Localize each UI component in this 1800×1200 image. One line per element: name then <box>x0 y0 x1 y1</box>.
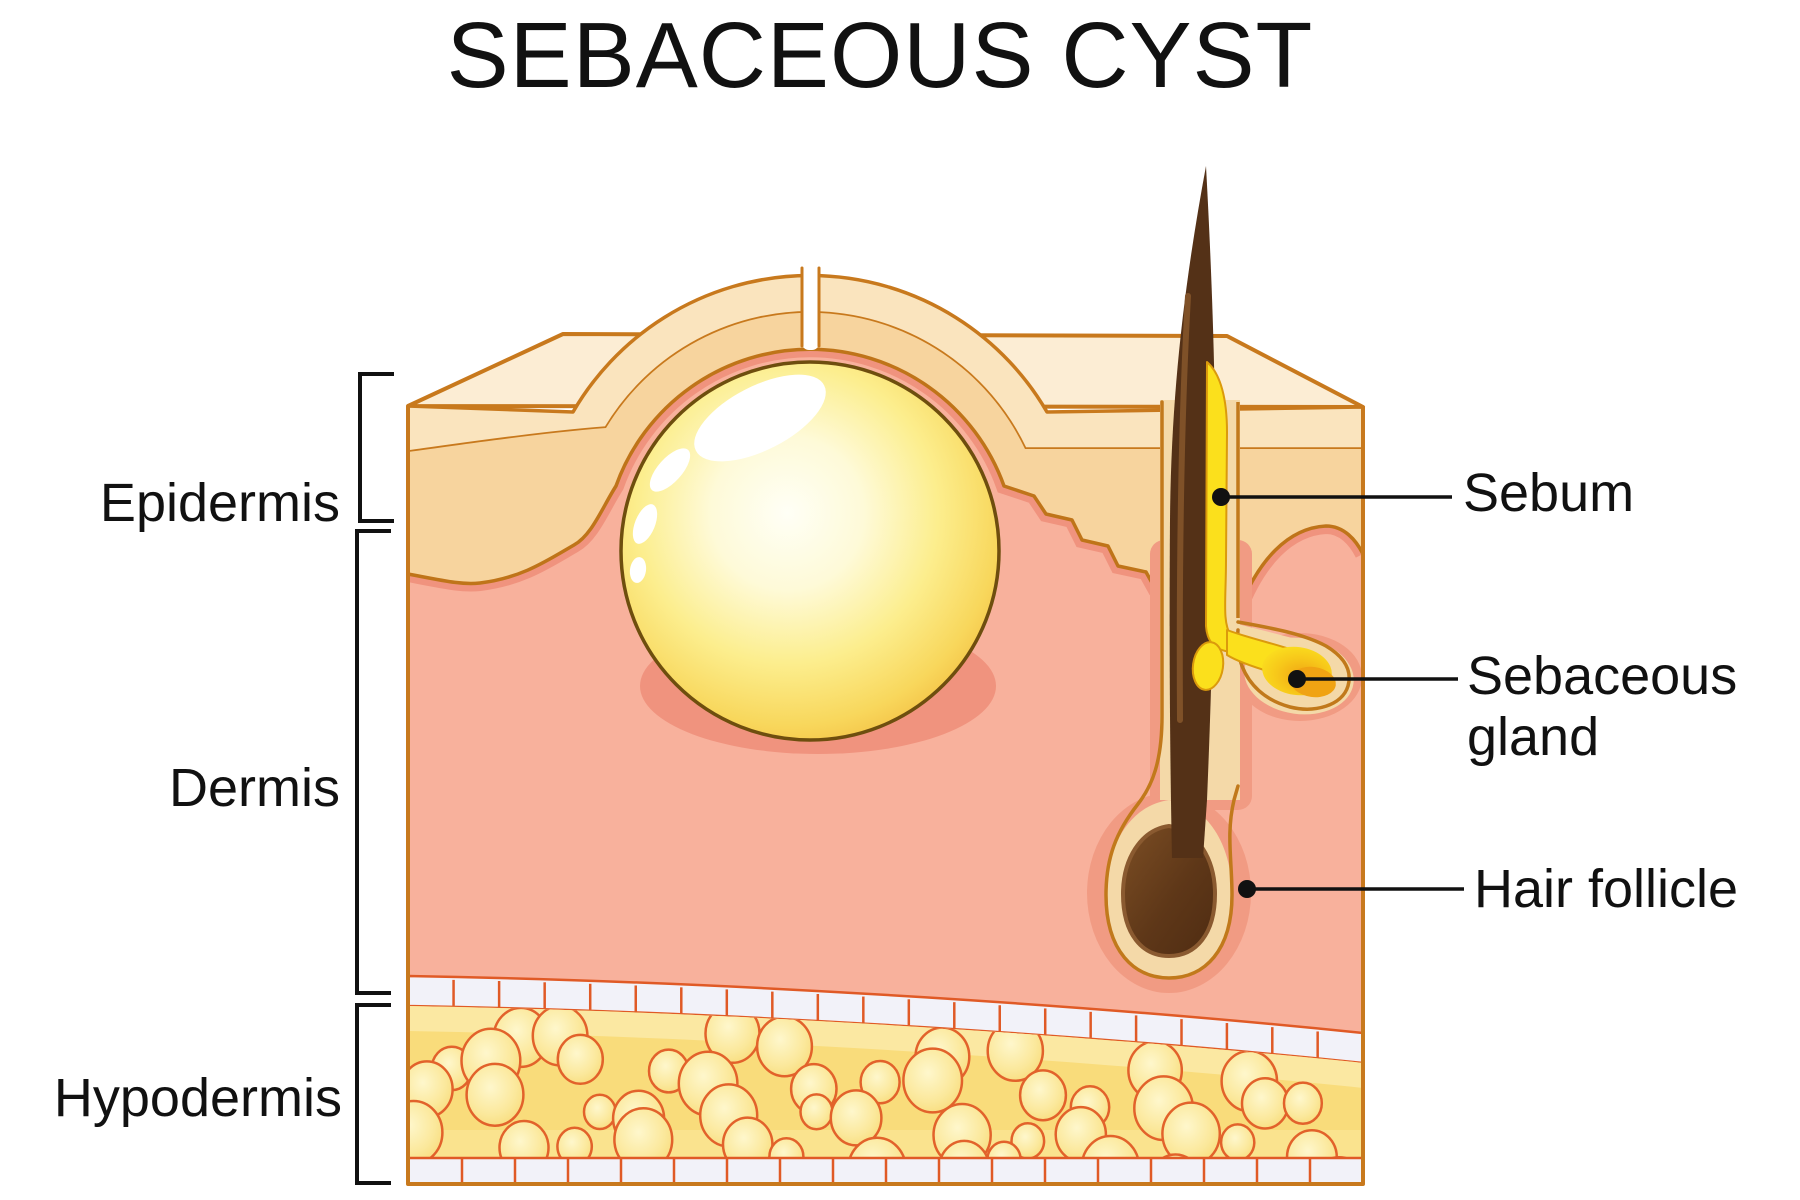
cyst-highlights <box>629 374 826 583</box>
label-hypodermis: Hypodermis <box>54 1068 342 1128</box>
label-sebum: Sebum <box>1463 463 1634 523</box>
label-gland: gland <box>1467 707 1599 767</box>
cell-strip-dividers <box>452 979 1319 1058</box>
label-epidermis: Epidermis <box>100 473 340 533</box>
follicle-bulb <box>1120 823 1218 959</box>
skin-block <box>406 166 1365 1186</box>
hair-shaft-highlight <box>1176 293 1191 723</box>
cell-strip-dividers-bottom <box>460 1159 1312 1183</box>
sebaceous-gland-outline <box>1235 620 1351 711</box>
epidermis-dermis-boundary <box>407 347 1365 616</box>
hypodermis-light-band <box>408 1006 1363 1088</box>
skin-crack-slit <box>800 264 821 350</box>
label-sebaceous: Sebaceous <box>1467 646 1737 706</box>
sebum-flow <box>1191 361 1330 691</box>
bracket-dermis <box>355 529 391 995</box>
sebaceous-gland-dot <box>1288 670 1306 688</box>
fat-cells <box>408 1006 1363 1158</box>
leader-dots <box>1212 488 1306 898</box>
follicle-outline-left <box>1104 400 1240 980</box>
sebum-dot <box>1212 488 1230 506</box>
label-hair-follicle: Hair follicle <box>1474 859 1738 919</box>
hair-follicle-dot <box>1238 880 1256 898</box>
diagram-title: SEBACEOUS CYST <box>447 3 1314 107</box>
bracket-epidermis <box>358 372 394 523</box>
label-dermis: Dermis <box>169 758 340 818</box>
layer-brackets <box>355 372 394 1185</box>
bracket-hypodermis <box>355 1003 391 1185</box>
block-border <box>406 406 1365 1186</box>
hair-follicle-assembly <box>1087 166 1362 993</box>
leader-lines <box>1221 495 1464 891</box>
